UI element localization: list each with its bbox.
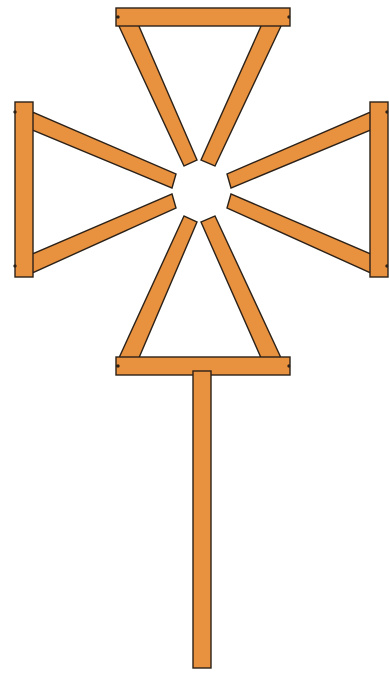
right-triangle-upper-strut: [227, 111, 373, 188]
nail-bottom-left: [116, 364, 119, 367]
nail-left-bottom: [13, 264, 16, 267]
right-triangle-lower-strut: [227, 194, 373, 274]
right-triangle-upright: [370, 102, 388, 277]
bottom-triangle-left-strut: [118, 216, 197, 360]
bottom-triangle: [116, 216, 291, 375]
nail-top-left: [116, 15, 119, 18]
nail-right-bottom: [385, 264, 388, 267]
top-triangle: [116, 8, 291, 166]
right-triangle: [227, 102, 389, 277]
left-triangle-lower-strut: [30, 194, 176, 274]
left-triangle-upright: [15, 102, 33, 277]
top-triangle-right-strut: [201, 24, 282, 166]
left-triangle: [13, 102, 176, 277]
bottom-triangle-right-strut: [201, 216, 282, 360]
nail-left-top: [13, 110, 16, 113]
nail-top-right: [287, 15, 290, 18]
support-stake: [193, 371, 211, 668]
top-triangle-left-strut: [118, 24, 197, 166]
nail-bottom-right: [287, 364, 290, 367]
nail-right-top: [385, 110, 388, 113]
left-triangle-upper-strut: [30, 111, 176, 188]
top-triangle-crossbar: [116, 8, 290, 26]
